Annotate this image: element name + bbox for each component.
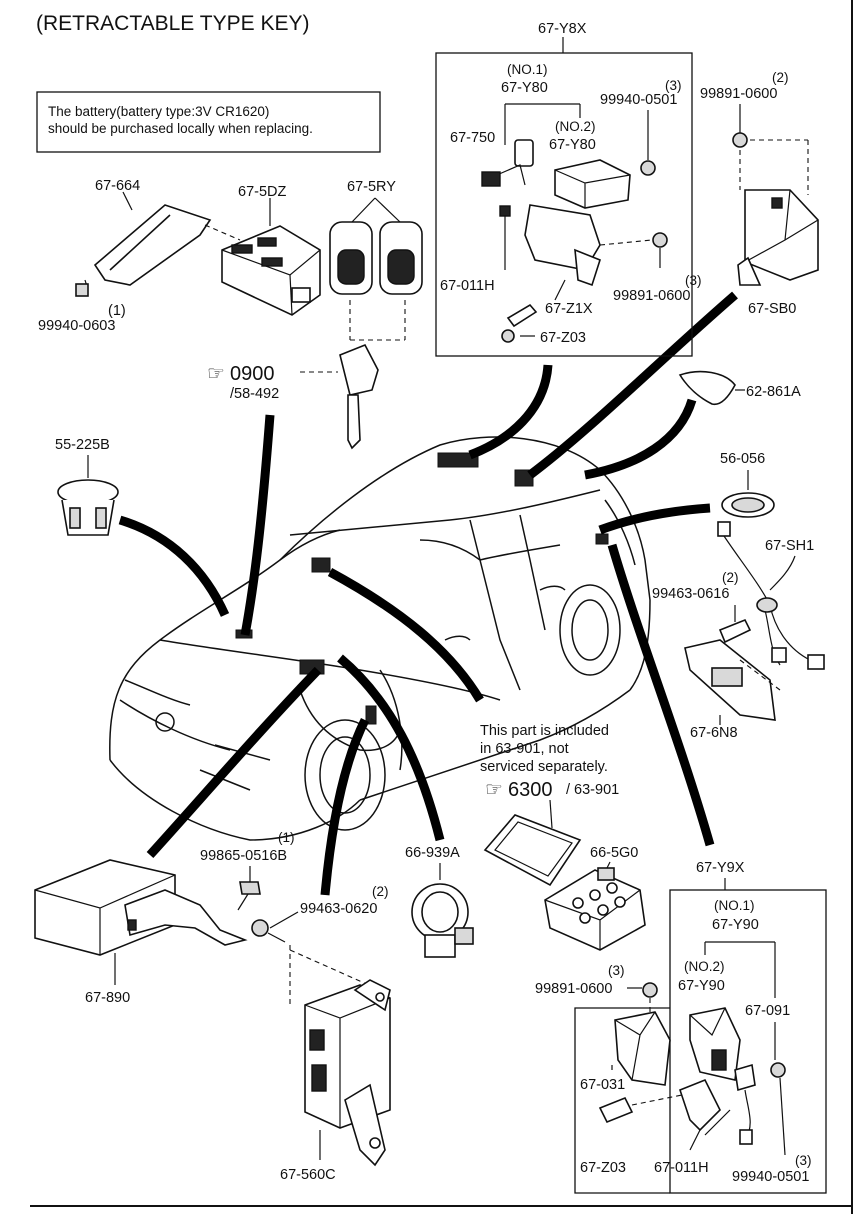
bolt-99463-0620 [251, 911, 381, 1005]
vehicle-illustration [109, 436, 651, 841]
label-55-225B: 55-225B [55, 437, 110, 453]
label-y8x-no2-part: 67-Y80 [549, 137, 596, 153]
label-99940-0603: 99940-0603 [38, 318, 115, 334]
label-67-664: 67-664 [95, 178, 140, 194]
label-y9x-Z03: 67-Z03 [580, 1160, 626, 1176]
label-99463-0620-qty: (2) [372, 884, 389, 899]
label-y8x-99891-0600-qty: (3) [685, 273, 702, 288]
module-67-5DZ [221, 198, 321, 316]
label-67-560C: 67-560C [280, 1167, 336, 1183]
label-67-Y9X: 67-Y9X [696, 860, 745, 876]
label-y8x-Z03: 67-Z03 [540, 330, 586, 346]
label-y9x-no2: (NO.2) [684, 959, 725, 974]
label-67-6N8: 67-6N8 [690, 725, 738, 741]
label-y9x-091: 67-091 [745, 1003, 790, 1019]
label-99865-0516B-qty: (1) [278, 830, 295, 845]
key-illustration [300, 343, 379, 450]
sensor-ref-icon: ☞ [485, 779, 503, 801]
key-ref-icon: ☞ [207, 363, 225, 385]
label-67-5DZ: 67-5DZ [238, 184, 286, 200]
label-62-861A: 62-861A [746, 384, 801, 400]
label-67-5RY: 67-5RY [347, 179, 396, 195]
label-y9x-no1-part: 67-Y90 [712, 917, 759, 933]
label-y9x-99940-0501-qty: (3) [795, 1153, 812, 1168]
sensor-ref-number: 6300 [508, 779, 553, 801]
label-66-939A: 66-939A [405, 845, 460, 861]
label-y9x-99891-0600: 99891-0600 [535, 981, 612, 997]
label-99891-0600-top: 99891-0600 [700, 86, 777, 102]
label-y8x-no1: (NO.1) [507, 62, 548, 77]
bracket-67-6N8 [684, 605, 781, 725]
label-y8x-no1-part: 67-Y80 [501, 80, 548, 96]
label-99463-0616: 99463-0616 [652, 586, 729, 602]
sensor-ref-sub: / 63-901 [566, 782, 619, 798]
label-y9x-no2-part: 67-Y90 [678, 978, 725, 994]
remotes-67-5RY [329, 197, 423, 341]
unit-67-560C [304, 979, 391, 1167]
label-99940-0603-qty: (1) [108, 303, 126, 319]
label-y8x-99891-0600: 99891-0600 [613, 288, 690, 304]
label-56-056: 56-056 [720, 451, 765, 467]
label-66-5G0: 66-5G0 [590, 845, 638, 861]
label-y8x-99940-0501-qty: (3) [665, 78, 682, 93]
diagram-title: (RETRACTABLE TYPE KEY) [36, 12, 309, 35]
y8x-components [481, 110, 668, 343]
label-y8x-750: 67-750 [450, 130, 495, 146]
part-55-225B [57, 479, 119, 536]
part-56-056 [721, 492, 775, 518]
key-ref-sub: /58-492 [230, 386, 279, 402]
unit-67-SB0 [732, 104, 819, 286]
included-note-line1: This part is included [480, 723, 609, 739]
label-67-890: 67-890 [85, 990, 130, 1006]
battery-note-box [36, 91, 381, 153]
label-y8x-no2: (NO.2) [555, 119, 596, 134]
label-y8x-Z1X: 67-Z1X [545, 301, 593, 317]
label-y8x-011H: 67-011H [440, 278, 495, 294]
part-66-5G0 [544, 867, 646, 951]
label-y9x-99891-0600-qty: (3) [608, 963, 625, 978]
label-y9x-031: 67-031 [580, 1077, 625, 1093]
heavy-leaders [118, 291, 738, 896]
label-y9x-99940-0501: 99940-0501 [732, 1169, 809, 1185]
part-66-939A [411, 883, 474, 958]
label-y8x-99940-0501: 99940-0501 [600, 92, 677, 108]
label-99891-0600-top-qty: (2) [772, 70, 789, 85]
included-note-line2: in 63-901, not [480, 741, 569, 757]
key-ref-number: 0900 [230, 363, 275, 385]
label-99865-0516B: 99865-0516B [200, 848, 287, 864]
label-y9x-011H: 67-011H [654, 1160, 709, 1176]
label-99463-0616-qty: (2) [722, 570, 739, 585]
sensor-pad [483, 814, 582, 887]
battery-note-line2: should be purchased locally when replaci… [48, 121, 313, 136]
battery-note-line1: The battery(battery type:3V CR1620) [48, 104, 269, 119]
label-99463-0620: 99463-0620 [300, 901, 377, 917]
label-67-SB0: 67-SB0 [748, 301, 796, 317]
label-67-Y8X: 67-Y8X [538, 21, 587, 37]
included-note-line3: serviced separately. [480, 759, 608, 775]
group-box-67-Y8X [435, 52, 693, 357]
part-62-861A [678, 370, 736, 406]
label-y9x-no1: (NO.1) [714, 898, 755, 913]
bracket-67-664 [75, 191, 241, 297]
y9x-components [598, 982, 786, 1156]
unit-67-890 [34, 859, 248, 985]
harness-67-SH1 [717, 521, 825, 670]
label-67-SH1: 67-SH1 [765, 538, 814, 554]
bolt-99865-0516B [237, 866, 261, 911]
